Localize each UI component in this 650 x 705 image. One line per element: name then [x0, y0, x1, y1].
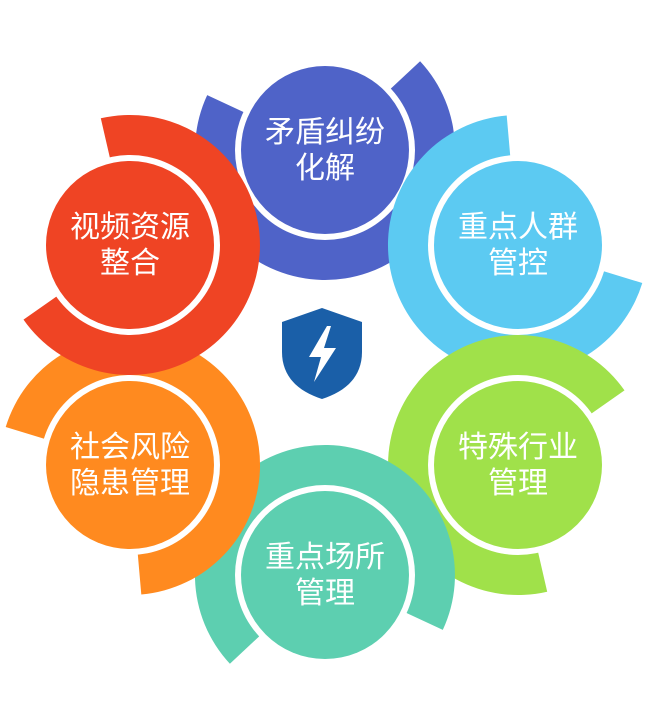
petal-key-groups-control: 重点人群管控	[387, 115, 643, 376]
petal-label: 重点人群管控	[458, 210, 578, 281]
petal-video-resource-integration: 视频资源整合	[23, 114, 260, 375]
petal-special-industry-management: 特殊行业管理	[388, 335, 625, 596]
petal-label-line: 管理	[488, 466, 548, 501]
petal-inner-disc	[434, 381, 602, 549]
petal-label-line: 社会风险	[70, 430, 190, 465]
petal-label: 重点场所管理	[265, 540, 385, 611]
petal-label: 特殊行业管理	[458, 430, 578, 501]
petal-label-line: 管控	[488, 246, 548, 281]
petal-social-risk-management: 社会风险隐患管理	[5, 334, 261, 595]
shield-lightning-icon	[282, 308, 362, 399]
petal-label-line: 重点人群	[458, 210, 578, 245]
petal-inner-disc	[434, 161, 602, 329]
petal-inner-disc	[241, 66, 409, 234]
lightning-bolt-icon	[309, 326, 336, 382]
petal-inner-disc	[46, 161, 214, 329]
petal-label-line: 视频资源	[70, 210, 190, 245]
petal-inner-disc	[46, 381, 214, 549]
petal-label-line: 矛盾纠纷	[265, 115, 385, 150]
petal-label: 视频资源整合	[70, 210, 190, 281]
petal-label-line: 整合	[100, 246, 160, 281]
petal-inner-disc	[241, 491, 409, 659]
petal-key-places-management: 重点场所管理	[194, 445, 455, 665]
petal-label-line: 管理	[295, 576, 355, 611]
petal-label-line: 化解	[295, 151, 355, 186]
petal-label: 社会风险隐患管理	[70, 430, 190, 501]
petal-label-line: 特殊行业	[458, 430, 578, 465]
petal-label: 矛盾纠纷化解	[265, 115, 385, 186]
petal-label-line: 重点场所	[265, 540, 385, 575]
petal-label-line: 隐患管理	[70, 466, 190, 501]
